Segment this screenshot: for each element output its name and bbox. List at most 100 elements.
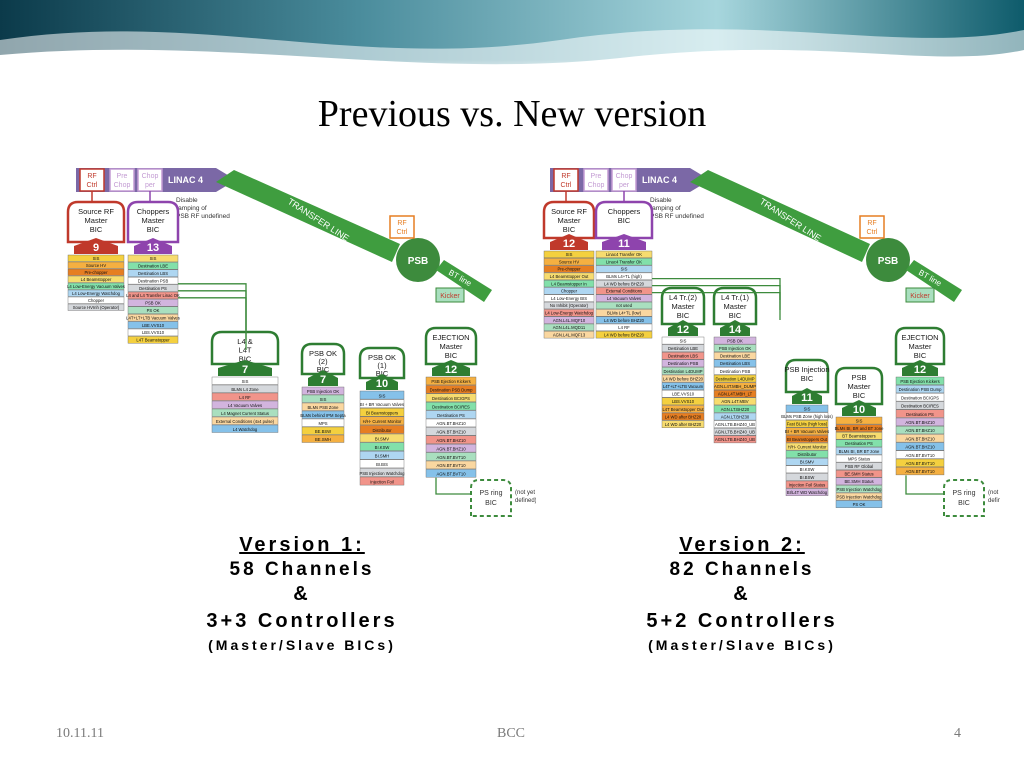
bic-input-row xyxy=(595,294,653,302)
bic-input-label: LBS.VVS10 xyxy=(142,330,165,335)
bic-number: 12 xyxy=(563,238,575,250)
bt-line xyxy=(906,260,962,302)
connection-line xyxy=(905,475,944,495)
bic-input-row xyxy=(543,331,595,339)
bic-input-label: L4 WD after BHZ20 xyxy=(665,414,702,419)
bic-input-label: Destination LBE xyxy=(138,264,168,269)
bic-input-label: L4 Beamstopper Out xyxy=(550,274,589,279)
bic-input-row xyxy=(359,399,405,408)
bic-input-row xyxy=(713,420,757,428)
bic-input-row xyxy=(543,287,595,295)
rf-ctrl-box xyxy=(389,215,415,239)
bic-title: BIC xyxy=(618,216,631,225)
bic-input-label: External Conditions (4x4 pulse) xyxy=(216,419,275,424)
bic-title: Choppers xyxy=(137,207,170,216)
bic-input-label: AGN.BT.BHZ10 xyxy=(436,430,466,435)
bic-number-badge xyxy=(134,238,172,254)
bic-input-row xyxy=(661,359,705,368)
bic-input-row xyxy=(425,460,477,470)
slide-title: Previous vs. New version xyxy=(317,93,707,135)
bic-tab xyxy=(594,200,654,240)
bic-input-label: PS OK xyxy=(147,308,160,313)
bic-input-label: LBE.VVS10 xyxy=(672,392,695,397)
linac-subsystem-box xyxy=(583,168,609,192)
bic-input-label: Destination PS xyxy=(845,441,873,446)
linac-subsystem-label: RF xyxy=(87,173,96,180)
bic-input-label: AGN.L4T.MBH_DUMP xyxy=(714,384,756,389)
bic-title: L4T xyxy=(239,346,252,355)
bic-input-label: Destination PS xyxy=(139,286,167,291)
bic-input-row xyxy=(127,336,179,344)
bic-input-row xyxy=(301,426,345,435)
bic-title: (2) xyxy=(318,357,328,366)
bic-tab xyxy=(712,286,758,326)
bic-title: BIC xyxy=(853,391,866,400)
bic-input-row xyxy=(835,492,883,501)
bic-title: BIC xyxy=(90,225,103,234)
caption-controllers: 5+2 Controllers xyxy=(646,610,838,632)
bic-input-row xyxy=(595,323,653,332)
bic-input-row xyxy=(713,359,757,368)
bic-input-row xyxy=(661,344,705,352)
connection-line xyxy=(178,297,247,350)
bic-input-label: AGN.BT.BVT10 xyxy=(436,463,466,468)
linac-subsystem-box xyxy=(109,168,135,192)
bic-tab xyxy=(210,330,280,366)
bic-input-label: L4 WD before BHZ20 xyxy=(604,281,645,286)
bic-number: 9 xyxy=(93,242,99,254)
bic-tab xyxy=(894,326,946,366)
bic-input-row xyxy=(425,469,477,478)
bic-input-label: L4T+LT+LTB Vacuum xyxy=(663,384,704,389)
disable-note: Disable xyxy=(176,197,198,204)
bic-input-label: L4 Vacuum Valves xyxy=(228,403,262,408)
bic-input-label: H/H- Current Monitor xyxy=(788,444,827,449)
bic-input-label: AGN.L4L.MQD11 xyxy=(553,325,586,330)
bic-input-label: BI.BIS xyxy=(376,462,388,467)
bic-title: PSB xyxy=(851,373,866,382)
bic-input-label: BLMs L4 Zone xyxy=(231,387,259,392)
bic-input-row xyxy=(661,420,705,428)
bic-input-label: AGN.BT.BVT10 xyxy=(436,472,466,477)
bic-input-label: Injection Foil Status xyxy=(789,482,826,487)
bic-input-row xyxy=(785,412,829,420)
linac-label: LINAC 4 xyxy=(168,175,203,185)
bic-input-row xyxy=(835,432,883,440)
bic-input-row xyxy=(661,405,705,413)
disable-note: PSB RF undefined xyxy=(650,213,704,220)
bic-input-row xyxy=(359,390,405,400)
bic-input-row xyxy=(67,268,125,276)
bic-input-row xyxy=(713,428,757,436)
bic-input-row xyxy=(67,296,125,304)
bic-input-label: L4 RF xyxy=(239,395,251,400)
bic-input-row xyxy=(895,434,945,443)
bic-input-row xyxy=(67,282,125,290)
bic-input-label: PSB Injection OK xyxy=(719,346,752,351)
psb-label: PSB xyxy=(878,256,899,267)
bic-input-row xyxy=(543,294,595,302)
bic-input-row xyxy=(785,404,829,413)
bic-input-row xyxy=(835,500,883,508)
bic-input-row xyxy=(895,409,945,418)
bic-title: BIC xyxy=(801,374,814,383)
bic-input-label: External Conditions xyxy=(606,289,642,294)
bic-input-label: BI Beamstoppers xyxy=(366,411,398,416)
bic-input-label: L4 and L4 Transfer Linac OK xyxy=(126,293,180,298)
bic-input-row xyxy=(425,401,477,411)
bic-number-badge xyxy=(366,374,398,390)
bic-number-badge xyxy=(720,320,750,336)
bic-input-row xyxy=(661,382,705,390)
bic-input-row xyxy=(895,467,945,476)
bic-title: Choppers xyxy=(608,207,641,216)
bic-input-row xyxy=(425,435,477,444)
bic-number-badge xyxy=(308,370,338,386)
bic-input-label: L4 WD after BHZ20 xyxy=(665,422,702,427)
bic-input-label: PS OK xyxy=(853,502,866,507)
bic-input-row xyxy=(895,442,945,451)
bic-number-badge xyxy=(218,360,272,376)
bic-input-row xyxy=(359,433,405,443)
bic-number-badge xyxy=(550,234,588,250)
bic-input-label: AGN.L4L.MQF10 xyxy=(553,318,586,323)
bic-input-label: AGN.BT.BHZ10 xyxy=(905,445,935,450)
